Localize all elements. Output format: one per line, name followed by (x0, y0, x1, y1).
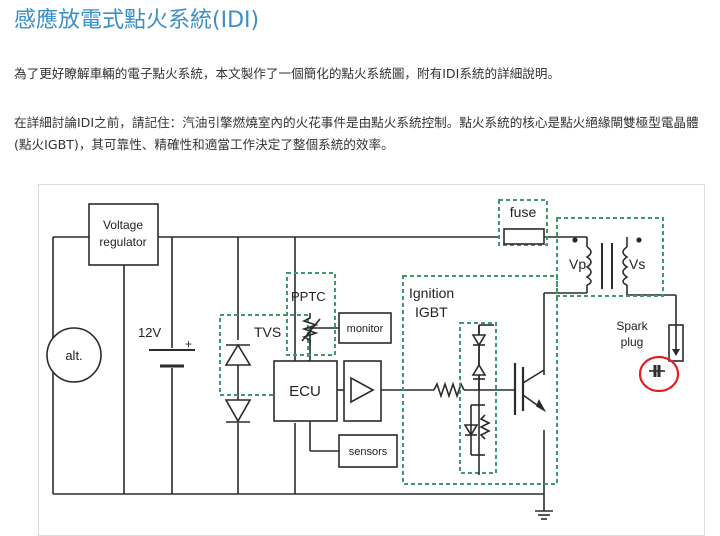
body-paragraph: 在詳細討論IDI之前，請記住：汽油引擎燃燒室內的火花事件是由點火系統控制。點火系… (14, 115, 699, 152)
primary-voltage-label: Vp (569, 256, 586, 272)
pptc: PPTC (286, 272, 336, 356)
tvs-label: TVS (254, 324, 281, 340)
voltage-regulator-box: Voltage regulator (88, 203, 159, 266)
highlight-circle (638, 355, 680, 393)
ignition-coil: Vp Vs (556, 217, 664, 297)
ignition-igbt-label-line1: Ignition (409, 285, 454, 301)
battery-icon: 12V + (138, 325, 195, 368)
monitor-label: monitor (347, 323, 384, 335)
sensors-box: sensors (338, 434, 398, 468)
ecu-box: ECU (273, 360, 338, 422)
fuse: fuse (498, 199, 548, 246)
intro-paragraph: 為了更好瞭解車輛的電子點火系統，本文製作了一個簡化的點火系統圖，附有IDI系統的… (14, 66, 561, 81)
secondary-voltage-label: Vs (629, 256, 645, 272)
article-title: 感應放電式點火系統(IDI) (14, 8, 260, 33)
voltage-regulator-label-line1: Voltage (103, 218, 143, 232)
monitor-box: monitor (338, 312, 392, 344)
ground-icon (535, 510, 553, 520)
ignition-igbt: Ignition IGBT (402, 275, 558, 485)
buffer-amplifier (343, 360, 382, 422)
gate-resistor (433, 381, 465, 399)
fuse-label: fuse (510, 204, 537, 220)
spark-plug: Spark plug (616, 319, 684, 377)
alternator-label: alt. (65, 348, 82, 363)
sensors-label: sensors (349, 446, 388, 458)
ignition-igbt-label-line2: IGBT (415, 304, 448, 320)
ignition-system-diagram: Voltage regulator alt. 12V + TVS PPTC mo… (38, 184, 705, 536)
pptc-label: PPTC (291, 289, 326, 304)
spark-plug-label-line2: plug (621, 335, 644, 349)
spark-plug-label-line1: Spark (616, 319, 648, 333)
alternator: alt. (46, 327, 102, 383)
voltage-regulator-label-line2: regulator (99, 235, 146, 249)
ecu-label: ECU (289, 383, 321, 400)
battery-plus-label: + (185, 337, 192, 351)
battery-voltage-label: 12V (138, 325, 161, 340)
